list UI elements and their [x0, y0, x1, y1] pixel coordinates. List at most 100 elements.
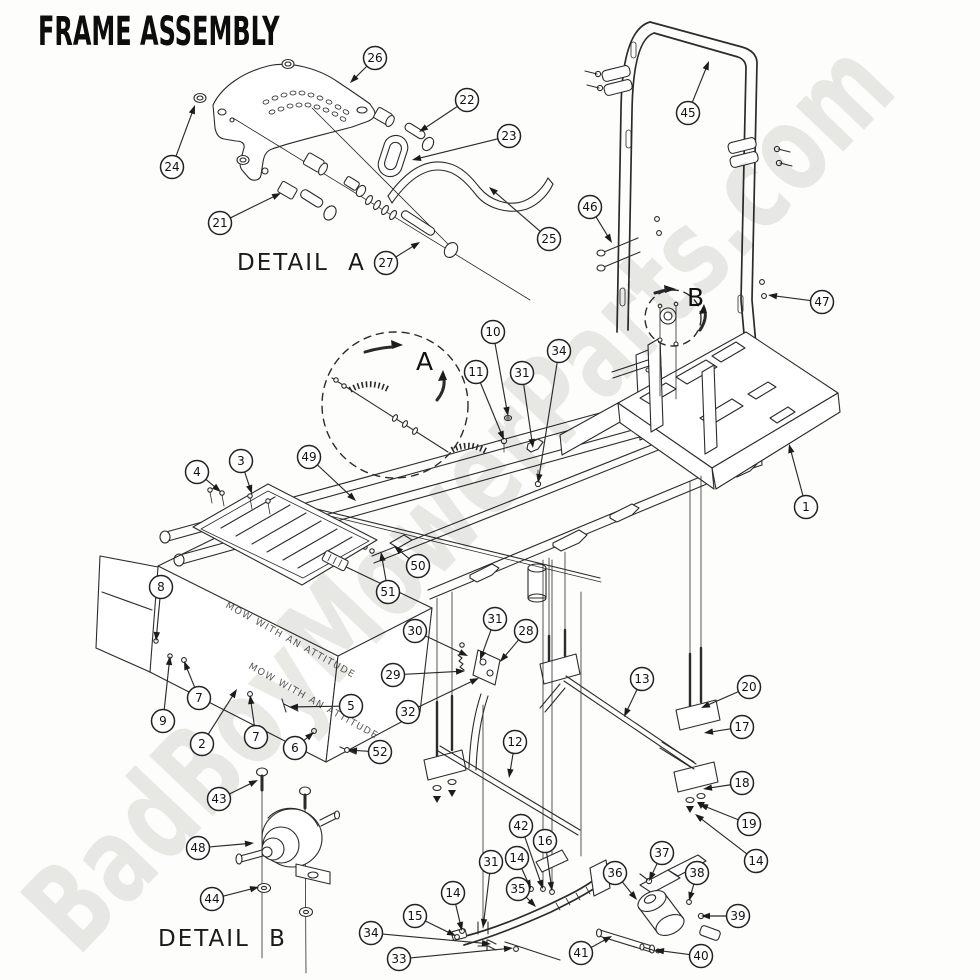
svg-text:18: 18: [734, 776, 749, 790]
svg-text:48: 48: [190, 841, 205, 855]
callout-21: 21: [207, 193, 281, 236]
svg-text:46: 46: [582, 200, 597, 214]
svg-text:34: 34: [551, 344, 566, 358]
callout-45: 45: [675, 61, 709, 126]
frame-cross-tube: [527, 563, 547, 603]
exploded-drawing: MOW WITH AN ATTITUDE MOW WITH AN ATTITUD…: [95, 21, 841, 974]
svg-text:45: 45: [680, 106, 695, 120]
svg-text:37: 37: [654, 846, 669, 860]
callout-15: 15: [402, 903, 456, 936]
view-b-letter: B: [687, 283, 704, 312]
callout-13: 13: [624, 666, 655, 717]
mount-bolts: [596, 216, 767, 299]
lift-rods: [423, 475, 721, 947]
svg-text:49: 49: [301, 450, 316, 464]
svg-text:12: 12: [507, 735, 522, 749]
callout-17: 17: [704, 714, 755, 740]
callout-43: 43: [206, 780, 258, 812]
svg-text:5: 5: [347, 699, 355, 713]
callout-30: 30: [402, 618, 468, 656]
svg-text:41: 41: [573, 946, 588, 960]
callout-7: 7: [243, 695, 269, 750]
callout-32: 32: [395, 678, 479, 725]
callout-24: 24: [159, 105, 195, 180]
callout-1: 1: [788, 444, 819, 520]
callout-22: 22: [419, 87, 480, 132]
callout-44: 44: [199, 886, 259, 912]
callout-20: 20: [701, 674, 762, 708]
callout-47: 47: [768, 289, 835, 315]
svg-text:15: 15: [407, 909, 422, 923]
svg-text:42: 42: [513, 819, 528, 833]
svg-text:31: 31: [487, 612, 502, 626]
idler-assembly: [637, 854, 721, 954]
callout-14: 14: [695, 814, 769, 874]
svg-text:35: 35: [510, 882, 525, 896]
svg-text:14: 14: [445, 886, 460, 900]
svg-text:47: 47: [814, 295, 829, 309]
svg-text:3: 3: [237, 454, 245, 468]
svg-text:25: 25: [541, 232, 556, 246]
callout-26: 26: [350, 45, 388, 83]
svg-text:33: 33: [391, 952, 406, 966]
detail-b-label: DETAIL B: [158, 926, 287, 952]
svg-text:7: 7: [252, 730, 260, 744]
bracket-vent-holes: [262, 90, 350, 122]
svg-text:19: 19: [741, 817, 756, 831]
frame-platform: [500, 331, 841, 490]
callout-18: 18: [703, 770, 755, 796]
svg-text:4: 4: [193, 465, 201, 479]
svg-text:22: 22: [459, 93, 474, 107]
svg-text:13: 13: [634, 672, 649, 686]
callout-6: 6: [282, 732, 314, 761]
callout-8: 8: [148, 574, 174, 641]
svg-text:16: 16: [537, 834, 552, 848]
callout-38: 38: [684, 860, 710, 901]
svg-text:7: 7: [195, 691, 203, 705]
callout-46: 46: [577, 194, 612, 243]
callout-51: 51: [375, 552, 401, 605]
callout-16: 16: [532, 828, 558, 891]
callout-2: 2: [189, 689, 237, 757]
callout-19: 19: [699, 804, 762, 837]
svg-text:17: 17: [734, 720, 749, 734]
svg-text:24: 24: [164, 160, 179, 174]
svg-text:28: 28: [518, 624, 533, 638]
callout-52: 52: [348, 739, 393, 765]
svg-text:38: 38: [689, 866, 704, 880]
callout-34: 34: [358, 920, 491, 947]
svg-text:39: 39: [730, 909, 745, 923]
callout-5: 5: [289, 693, 364, 719]
view-a-region: [321, 331, 488, 479]
page-title: FRAME ASSEMBLY: [38, 7, 280, 54]
logo-plate: [321, 550, 349, 572]
handlebar-clamp-left: [584, 65, 633, 96]
callout-31: 31: [478, 849, 504, 928]
callout-34: 34: [536, 338, 572, 483]
callout-39: 39: [701, 903, 751, 929]
svg-text:6: 6: [291, 741, 299, 755]
pin-and-washer-stack: [277, 106, 459, 259]
svg-text:43: 43: [211, 792, 226, 806]
callout-7: 7: [184, 661, 212, 711]
svg-text:31: 31: [514, 366, 529, 380]
nut-fasteners: [193, 58, 295, 166]
callout-10: 10: [480, 319, 510, 416]
callout-27: 27: [373, 242, 420, 276]
hopper: MOW WITH AN ATTITUDE MOW WITH AN ATTITUD…: [95, 483, 433, 763]
watermark-text: BadBoyMowerParts.com: [0, 15, 922, 978]
view-b-region: [644, 285, 707, 400]
callout-4: 4: [184, 459, 221, 492]
svg-text:2: 2: [198, 737, 206, 751]
callout-9: 9: [150, 656, 176, 734]
svg-text:50: 50: [410, 559, 425, 573]
svg-text:26: 26: [367, 51, 382, 65]
callout-29: 29: [380, 662, 465, 688]
callout-31: 31: [480, 606, 508, 660]
svg-text:11: 11: [468, 365, 483, 379]
latch-assembly: [457, 642, 501, 771]
handlebar-clamp-right: [727, 137, 793, 168]
